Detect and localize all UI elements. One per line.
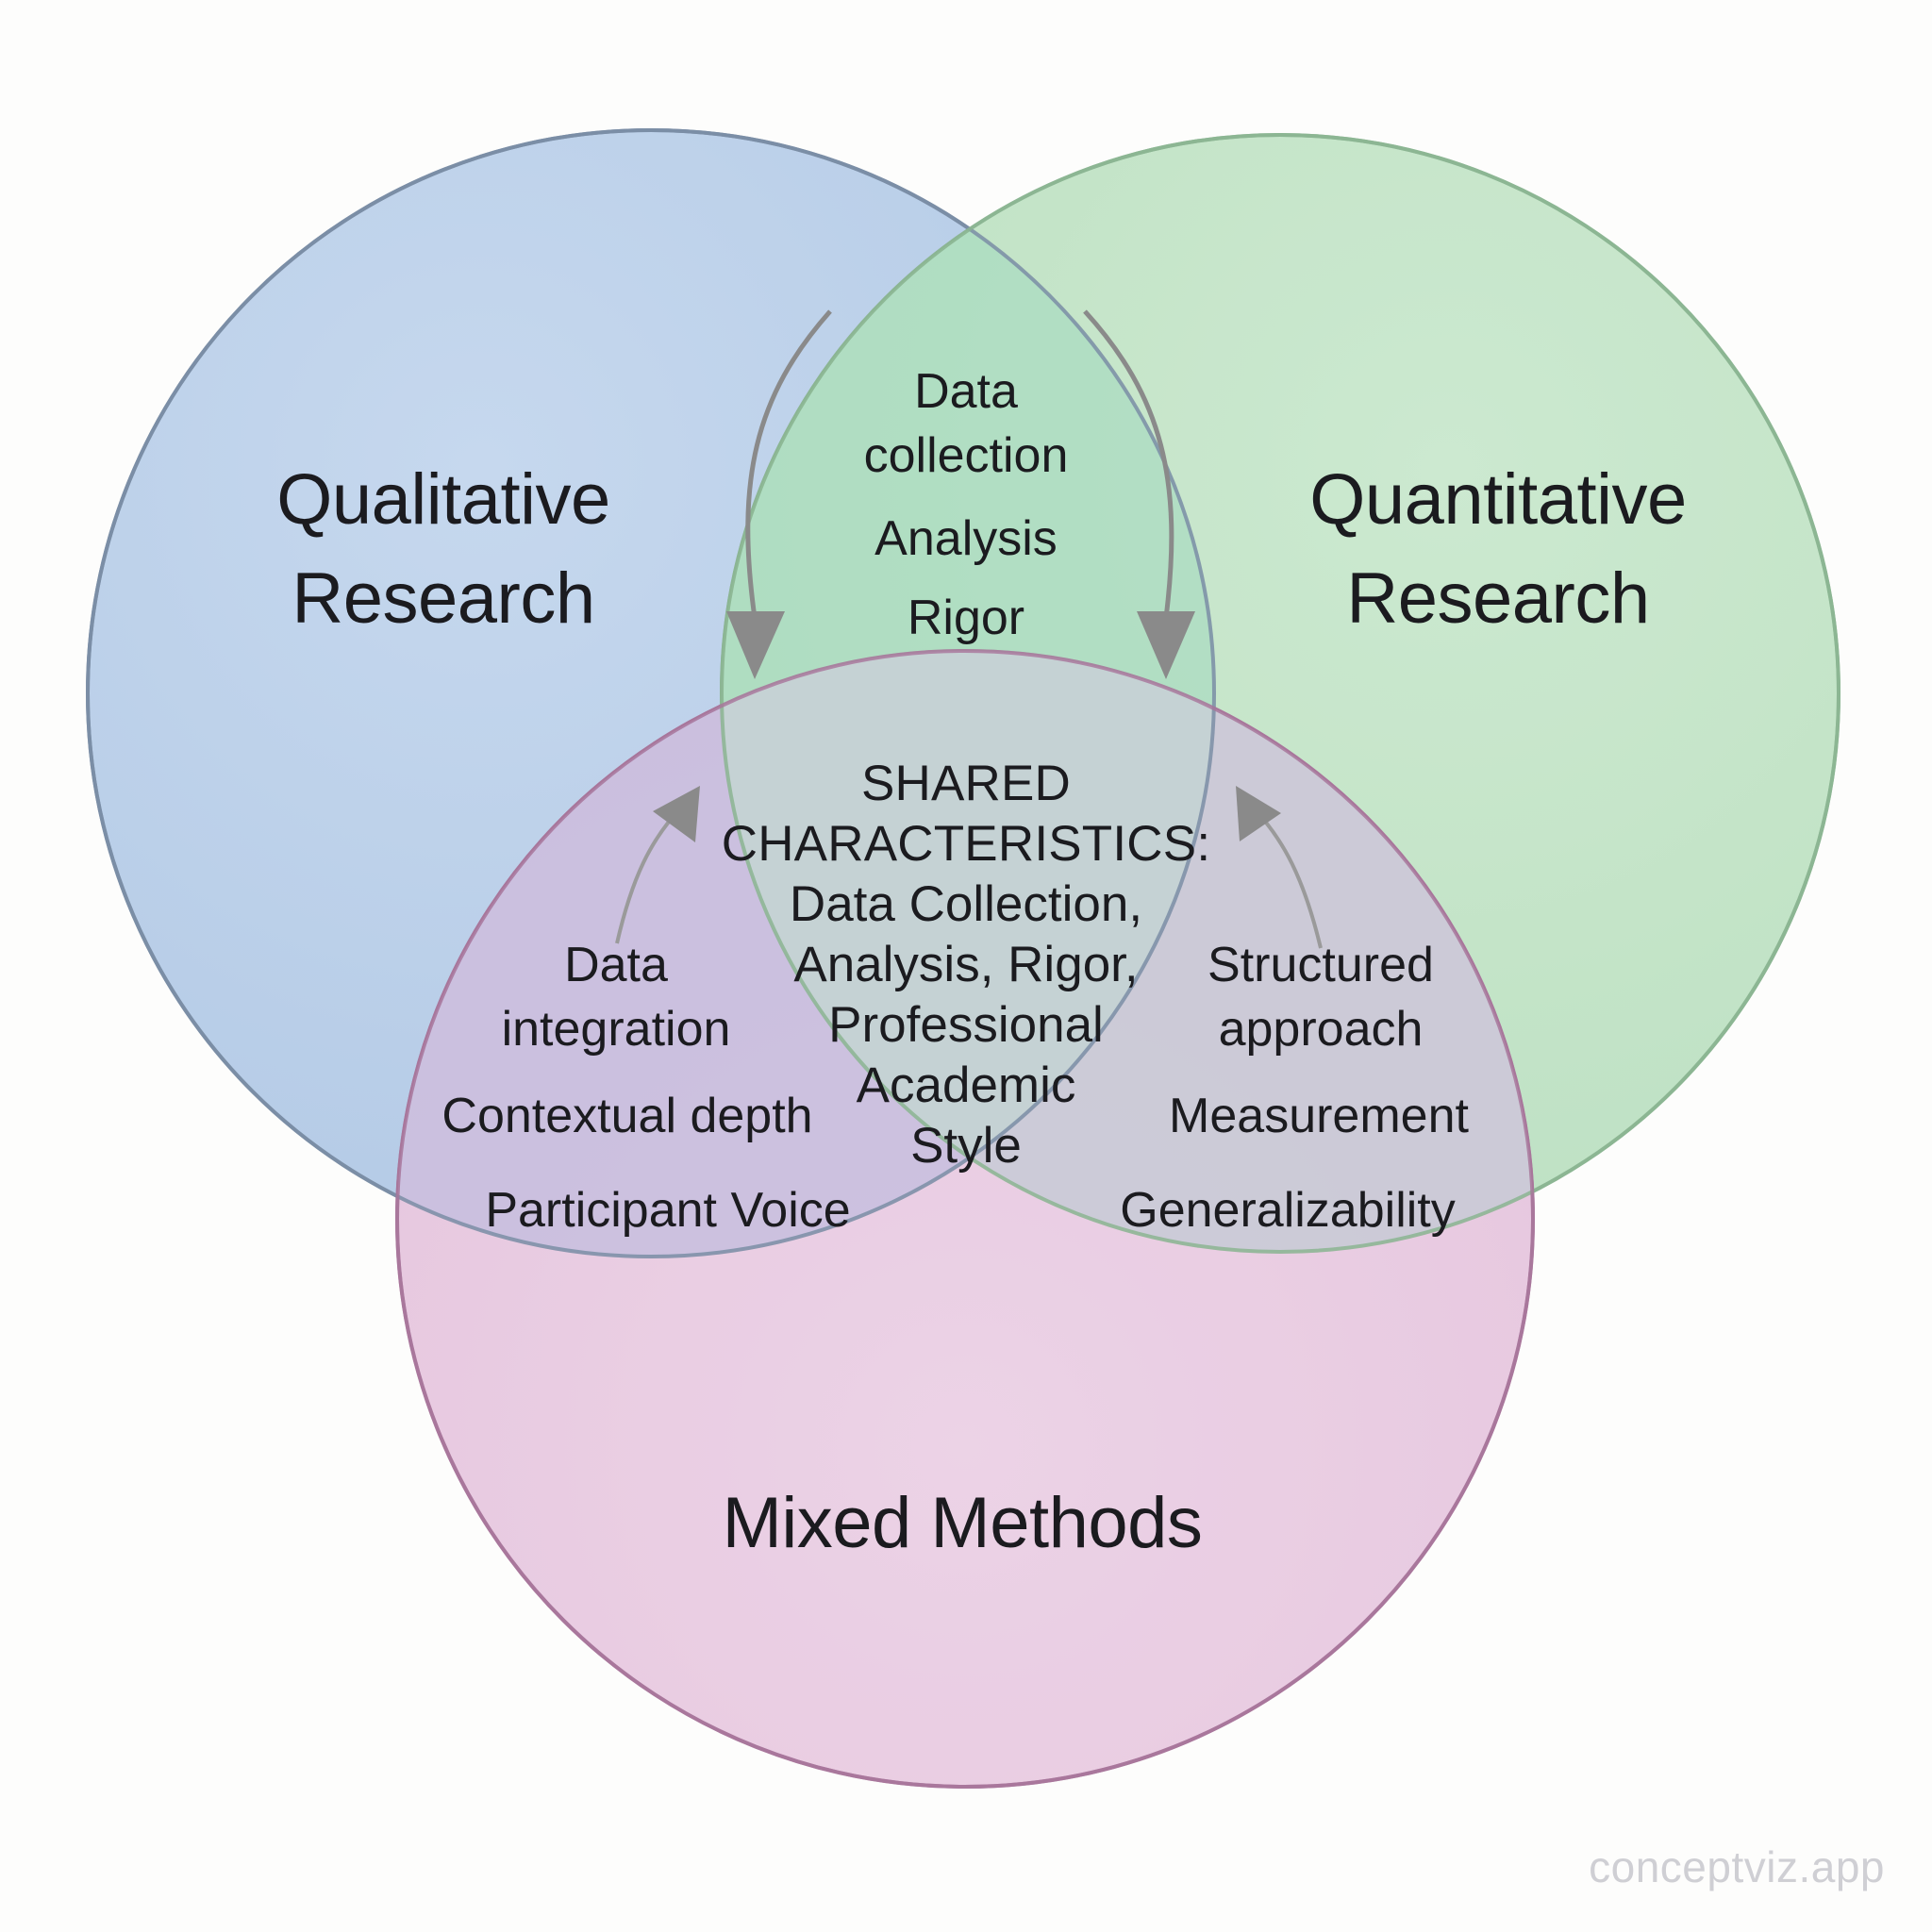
top-overlap-line-0-1: collection (864, 428, 1069, 483)
top-overlap-line-2-0: Rigor (908, 591, 1024, 645)
qualitative-title: Qualitative Research (276, 459, 610, 639)
center-body-line-2: Professional (828, 997, 1104, 1053)
quantitative-title-line2: Research (1346, 558, 1649, 639)
center-heading-line-0: SHARED (861, 756, 1071, 811)
arrow-top-to-center-right (1083, 309, 1195, 679)
qualitative-title-line2: Research (291, 558, 594, 639)
left-overlap-line-1-0: Contextual depth (441, 1089, 812, 1143)
mixed-methods-outline (395, 649, 1535, 1789)
left-overlap-line-2-0: Participant Voice (485, 1183, 850, 1238)
qualitative-outline (86, 128, 1216, 1258)
quantitative-title: Quantitative Research (1309, 459, 1687, 639)
center-body-line-4: Style (910, 1118, 1022, 1174)
center-body-line-1: Analysis, Rigor, (793, 937, 1138, 992)
top-overlap-line-1-0: Analysis (874, 511, 1058, 566)
right-overlap-labels: Structured approach Measurement Generali… (1120, 938, 1469, 1238)
right-overlap-line-0-0: Structured (1208, 938, 1434, 992)
center-body-line-0: Data Collection, (790, 876, 1142, 932)
quantitative-outline (720, 133, 1840, 1254)
arrow-right-to-center (1236, 786, 1323, 949)
right-overlap-line-2-0: Generalizability (1120, 1183, 1456, 1238)
left-overlap-line-0-0: Data (564, 938, 668, 992)
watermark-label: conceptviz.app (1589, 1842, 1885, 1891)
right-overlap-line-0-1: approach (1219, 1002, 1424, 1057)
right-overlap-line-1-0: Measurement (1169, 1089, 1469, 1143)
center-heading-line-1: CHARACTERISTICS: (722, 816, 1211, 872)
center-body-line-3: Academic (857, 1058, 1076, 1113)
arrow-left-to-center (615, 786, 700, 944)
mixed-methods-title: Mixed Methods (723, 1483, 1203, 1563)
top-overlap-labels: Data collection Analysis Rigor (864, 364, 1069, 645)
arrow-top-to-center-left (726, 309, 832, 679)
qualitative-title-line1: Qualitative (276, 459, 610, 540)
left-overlap-labels: Data integration Contextual depth Partic… (441, 938, 850, 1238)
left-overlap-line-0-1: integration (502, 1002, 731, 1057)
mixed-methods-title-line1: Mixed Methods (723, 1483, 1203, 1563)
quantitative-title-line1: Quantitative (1309, 459, 1687, 540)
center-overlap-labels: SHARED CHARACTERISTICS: Data Collection,… (722, 756, 1211, 1174)
top-overlap-line-0-0: Data (914, 364, 1018, 419)
